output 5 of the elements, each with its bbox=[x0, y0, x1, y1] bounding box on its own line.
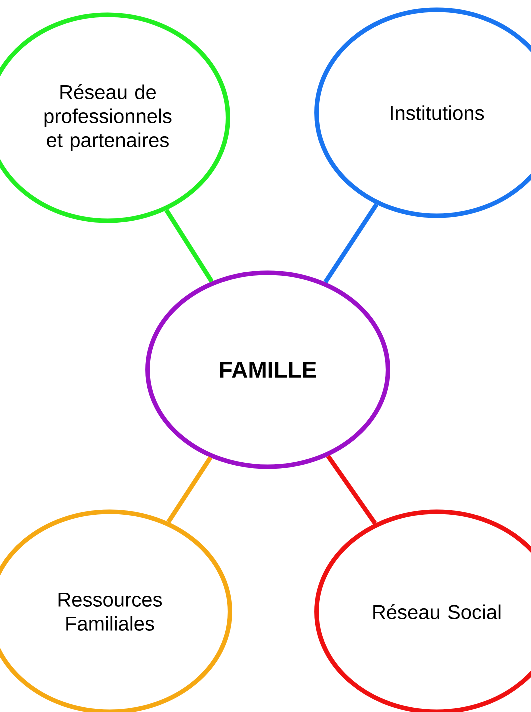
circle-node: FAMILLE bbox=[146, 270, 390, 470]
connector-line bbox=[164, 209, 214, 283]
connector-line bbox=[166, 456, 213, 524]
connector-line bbox=[324, 203, 379, 284]
connector-line bbox=[326, 455, 378, 525]
